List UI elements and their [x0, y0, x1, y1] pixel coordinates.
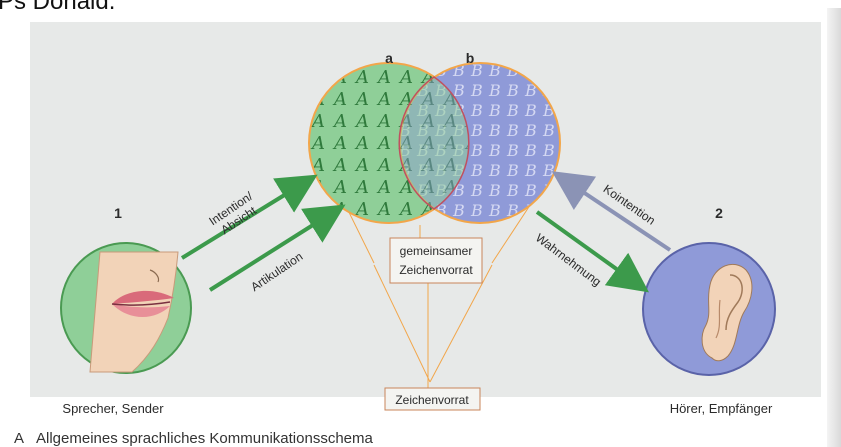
figure-caption: A Allgemeines sprachliches Kommunikations…	[14, 430, 373, 447]
articulation-label: Artikulation	[248, 249, 305, 294]
caption-text: Allgemeines sprachliches Kommunikationss…	[36, 430, 373, 447]
set-a-label: a	[385, 50, 393, 66]
speaker-label: Sprecher, Sender	[62, 401, 164, 416]
shared-label-line2: Zeichenvorrat	[399, 263, 473, 277]
shared-label-line1: gemeinsamer	[400, 244, 473, 258]
perception-label: Wahrnehmung	[533, 231, 604, 289]
set-b-label: b	[466, 50, 475, 66]
listener-number-label: 2	[715, 205, 723, 221]
sign-inventory-label: Zeichenvorrat	[395, 393, 469, 407]
speaker-number-label: 1	[114, 205, 122, 221]
caption-letter: A	[14, 430, 24, 447]
listener-label: Hörer, Empfänger	[670, 401, 773, 416]
